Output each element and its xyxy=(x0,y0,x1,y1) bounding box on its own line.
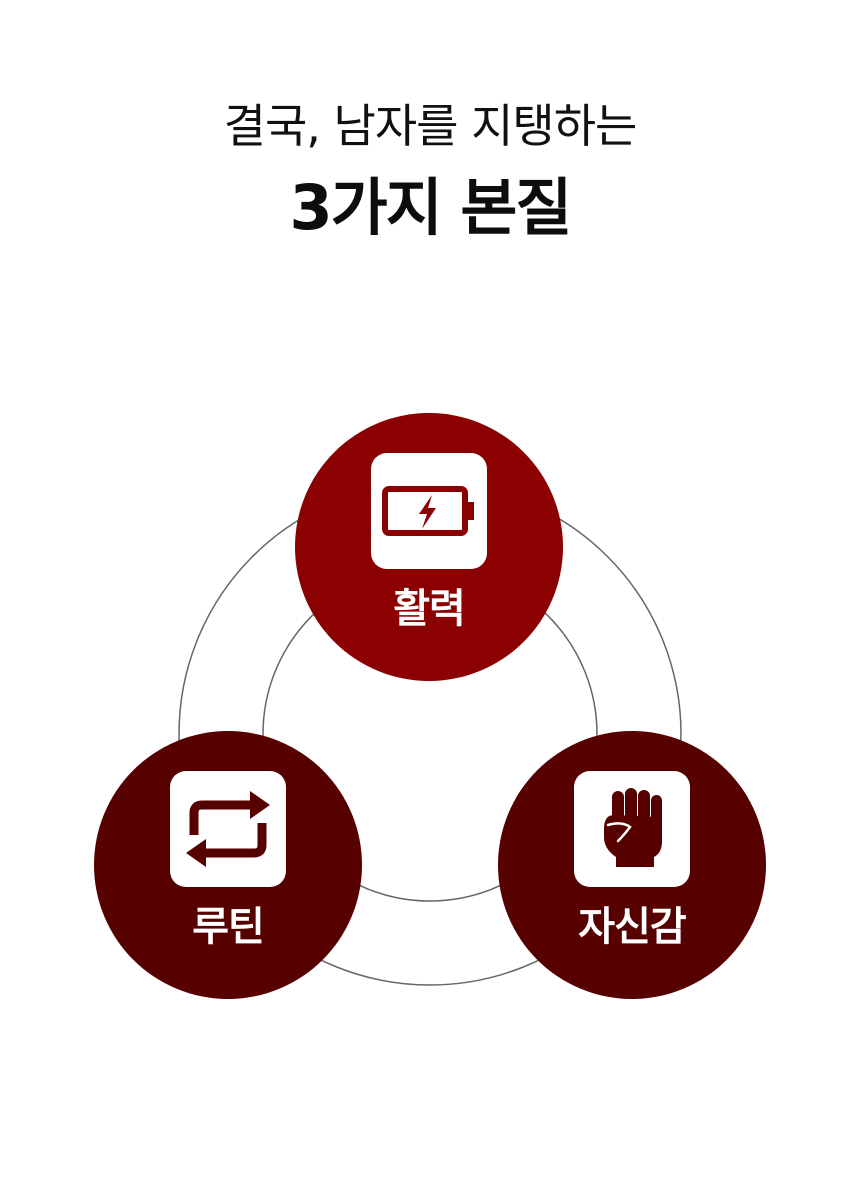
node-vitality: 활력 xyxy=(295,413,563,681)
node-label-confidence: 자신감 xyxy=(578,904,686,950)
highlight-title-wrap: 3가지 본질 xyxy=(0,168,860,252)
node-confidence: 자신감 xyxy=(498,731,766,999)
headline: 결국, 남자를 지탱하는 xyxy=(223,99,638,153)
node-routine: 루틴 xyxy=(94,731,362,999)
node-label-vitality: 활력 xyxy=(393,586,466,632)
highlight-title-text: 3가지 본질 xyxy=(289,171,573,244)
battery-charging-icon xyxy=(382,486,474,536)
repeat-arrows-icon xyxy=(186,791,270,867)
node-label-routine: 루틴 xyxy=(192,904,265,950)
routine-icon-box xyxy=(170,771,286,887)
highlight-title: 3가지 본질 xyxy=(273,168,587,252)
raised-fist-icon xyxy=(604,788,662,867)
confidence-icon-box xyxy=(574,771,690,887)
vitality-icon-box xyxy=(371,453,487,569)
